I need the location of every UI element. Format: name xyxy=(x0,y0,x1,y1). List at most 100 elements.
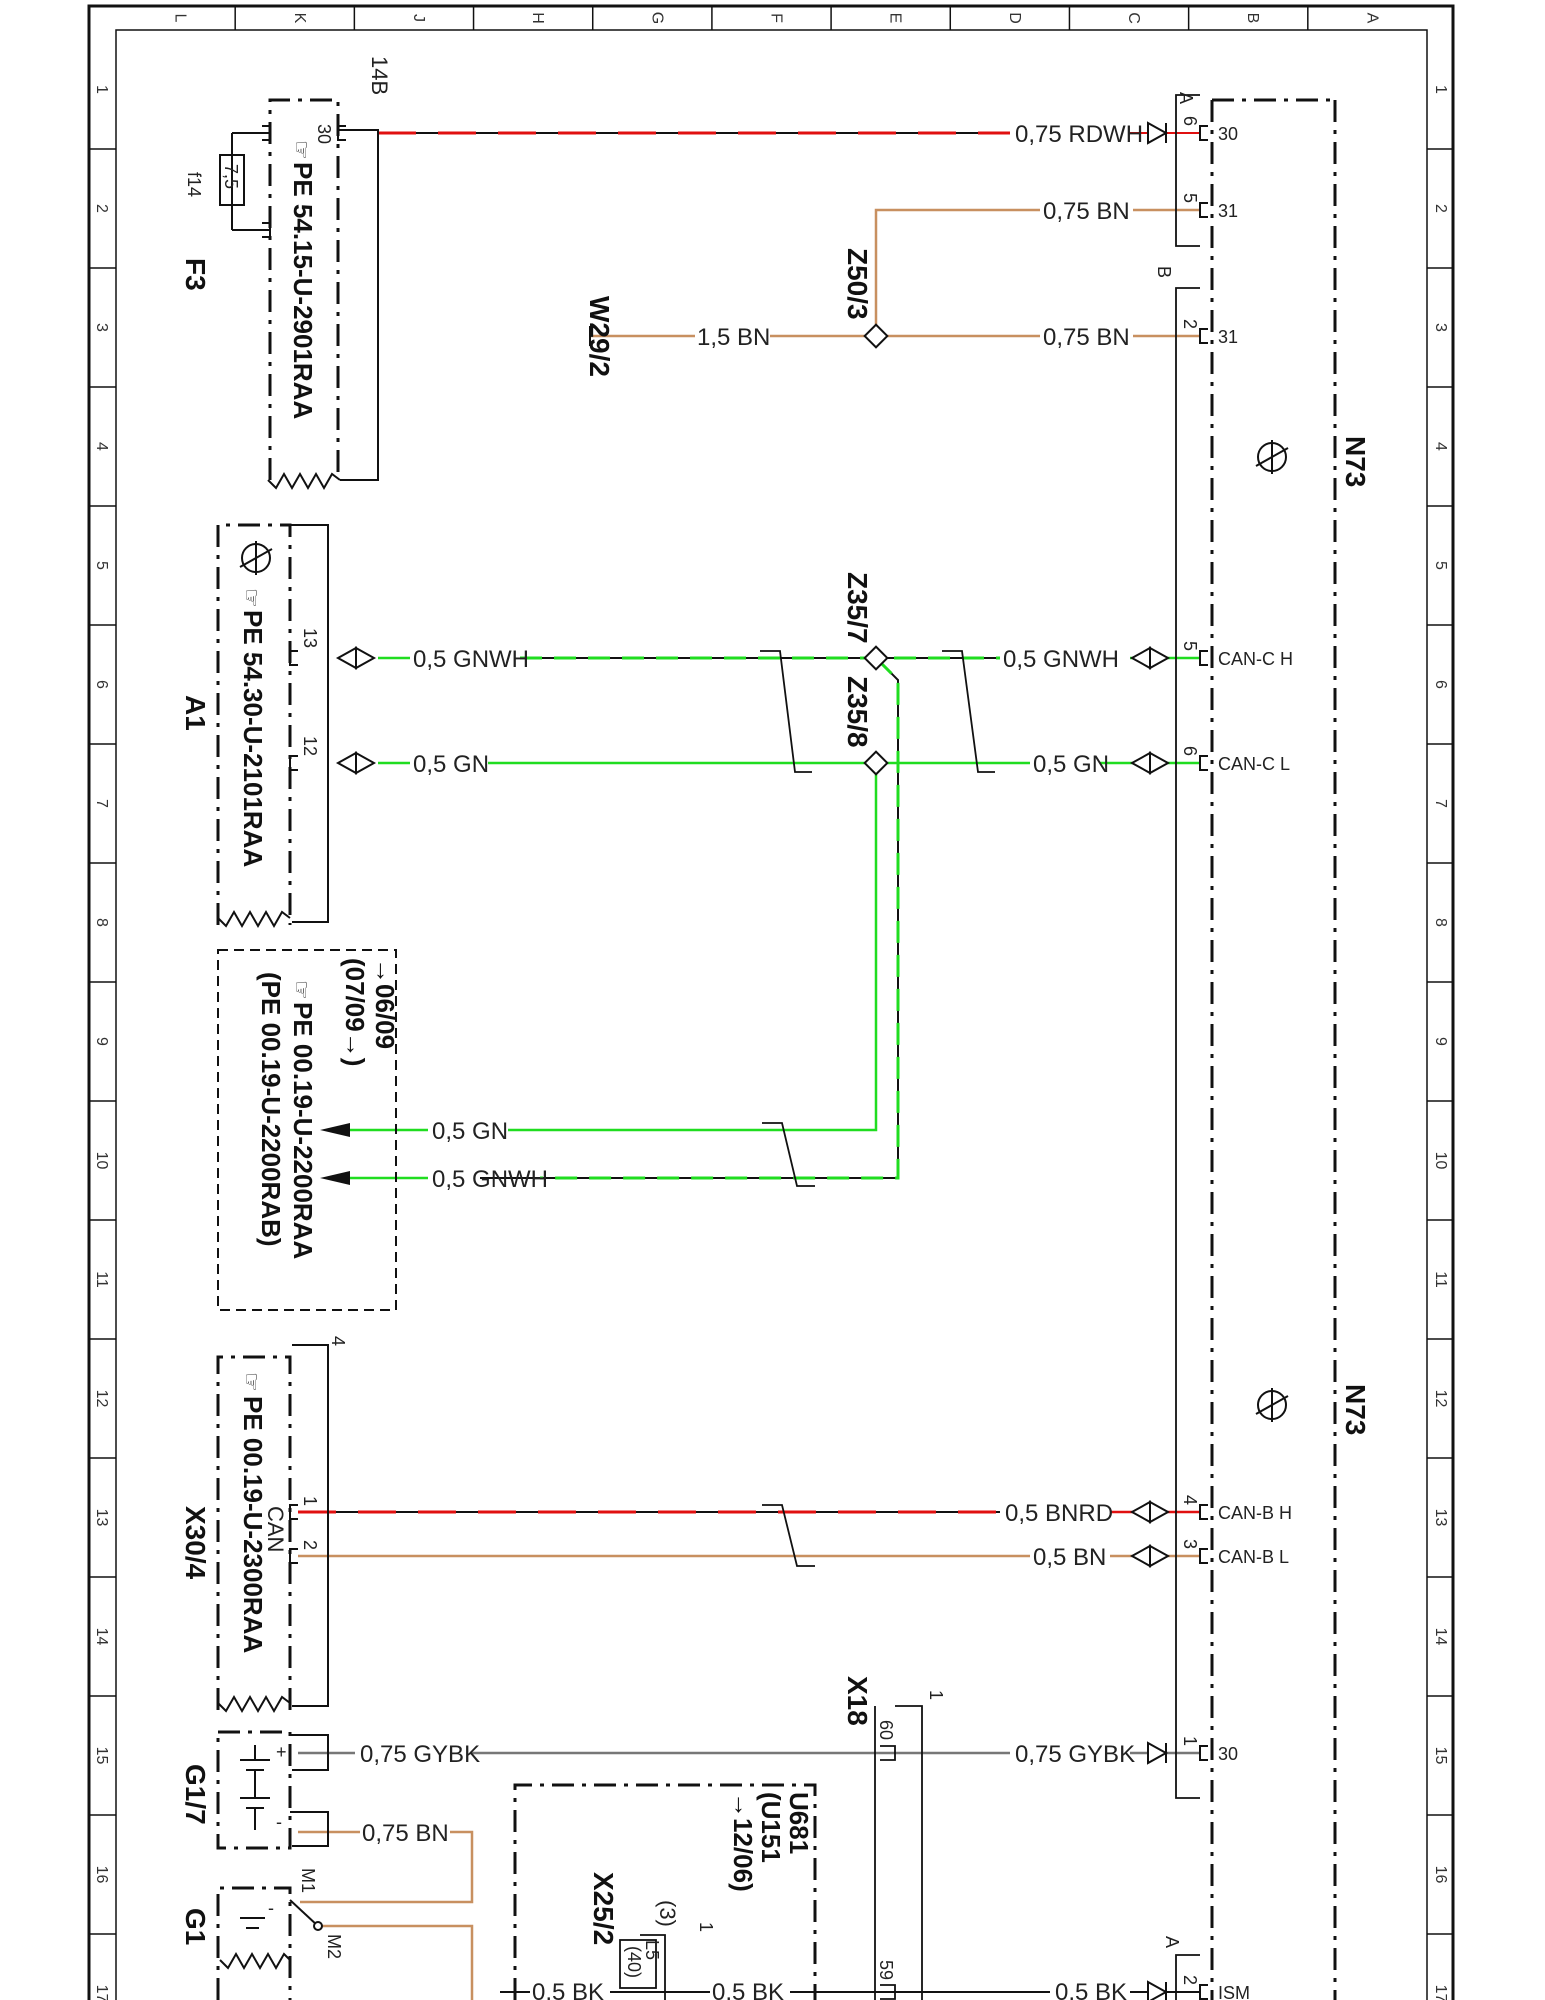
connector-arrow-icon xyxy=(1147,121,1169,145)
manual-icon: ☞ xyxy=(289,140,314,160)
z50-3-label: Z50/3 xyxy=(842,248,873,320)
x25-2-connector xyxy=(619,1934,666,2000)
wire-label: 0,75 GYBK xyxy=(360,1741,480,1768)
grid-row-label: 4 xyxy=(93,442,110,451)
grid-row-label: 15 xyxy=(1432,1747,1449,1765)
grid-column-label: J xyxy=(410,14,427,22)
f3-fuse-value: 7,5 xyxy=(221,164,241,189)
grid-row-label: 15 xyxy=(93,1747,110,1765)
grid-column-label: E xyxy=(887,13,904,24)
n73-pin-number: 1 xyxy=(1180,1736,1200,1746)
n73-pin-number: 2 xyxy=(1180,1975,1200,1985)
grid-row-label: 3 xyxy=(93,323,110,332)
x18-label: X18 xyxy=(842,1676,873,1726)
grid-column-label: F xyxy=(768,13,785,23)
bus-arrows xyxy=(320,1123,350,1185)
wire-label: 0,5 BN xyxy=(1033,1544,1106,1571)
n73-pin-label: 30 xyxy=(1218,1744,1238,1764)
grid-column-label: B xyxy=(1244,13,1261,24)
n73-connector-a2-label: A xyxy=(1162,1936,1182,1948)
grid-row-label: 14 xyxy=(1432,1628,1449,1646)
grid-row-label: 6 xyxy=(93,680,110,689)
wire-label: 0,5 GN xyxy=(1033,751,1109,778)
n73-pin-label: CAN-C H xyxy=(1218,649,1293,669)
g1-m1: M1 xyxy=(298,1868,318,1893)
grid-row-label: 12 xyxy=(93,1390,110,1408)
grid-row-label: 16 xyxy=(93,1866,110,1884)
a1-ref: PE 54.30-U-2101RAA xyxy=(238,610,268,867)
n73-pin-number: 2 xyxy=(1180,319,1200,329)
g1-7-label: G1/7 xyxy=(180,1764,211,1825)
grid-row-label: 17 xyxy=(93,1985,110,2000)
grid-column-label: H xyxy=(529,12,546,24)
n73-pin-number: 5 xyxy=(1180,641,1200,651)
n73-pin-number: 5 xyxy=(1180,193,1200,203)
n73-pin-label: CAN-B H xyxy=(1218,1503,1292,1523)
connector-arrow-icon xyxy=(1129,1544,1151,1568)
x30-4-sub: CAN xyxy=(263,1506,288,1552)
bus-note-line2: (07/09→) xyxy=(340,958,370,1066)
z35-7-label: Z35/7 xyxy=(842,572,873,644)
f3-top-tag: 14B xyxy=(367,56,392,95)
x18-top-tag: 1 xyxy=(926,1690,946,1700)
g1-7-plus: + xyxy=(276,1742,287,1762)
grid-row-label: 2 xyxy=(1432,204,1449,213)
switch-icon xyxy=(240,1899,323,1931)
n73-pin-tips xyxy=(1199,125,1208,2000)
grid-row-label: 11 xyxy=(1432,1271,1449,1288)
connector-arrow-icon xyxy=(1129,1500,1151,1524)
f3-block xyxy=(219,98,379,491)
x30-4-pin: 2 xyxy=(300,1540,320,1550)
grid-row-label: 4 xyxy=(1432,442,1449,451)
u681-line2: (U151 xyxy=(756,1792,786,1863)
n73-connector-a-label: A xyxy=(1176,92,1196,104)
manual-icon: ☞ xyxy=(289,980,314,1000)
n73-label: N73 xyxy=(1340,436,1371,487)
x18-pin: 59 xyxy=(876,1960,896,1980)
n73-pin-label: 30 xyxy=(1218,124,1238,144)
wire-gnwh-row6 xyxy=(378,656,1200,1180)
wire-label: 0,5 BNRD xyxy=(1005,1500,1113,1527)
bus-note-box xyxy=(217,949,397,1311)
n73-pin-label: CAN-C L xyxy=(1218,754,1290,774)
connector-arrow-icon xyxy=(1149,1500,1171,1524)
n73-pin-label: 31 xyxy=(1218,327,1238,347)
grid-column-label: L xyxy=(172,14,189,23)
grid-row-label: 17 xyxy=(1432,1985,1449,2000)
wire-label: 0,75 RDWH xyxy=(1015,121,1143,148)
g1-7-minus: - xyxy=(276,1812,282,1832)
wire-label: 0,75 BN xyxy=(1043,198,1130,225)
a1-symbol xyxy=(239,541,273,575)
wire-label: 0,75 BN xyxy=(1043,324,1130,351)
g1-m2: M2 xyxy=(324,1934,344,1959)
g1-minus: - xyxy=(268,1898,274,1918)
wire-label: 0,5 GNWH xyxy=(413,646,529,673)
grid-column-label: C xyxy=(1125,12,1142,24)
a1-pins xyxy=(289,650,298,771)
x25-2-label: X25/2 xyxy=(588,1872,619,1945)
can-symbol-icon xyxy=(1255,440,1289,474)
f3-ref: PE 54.15-U-2901RAA xyxy=(288,162,318,419)
connector-arrow-icon xyxy=(1149,1544,1171,1568)
grid-row-label: 2 xyxy=(93,204,110,213)
a1-pin: 13 xyxy=(300,628,320,648)
n73-pin-number: 6 xyxy=(1180,746,1200,756)
g1-block xyxy=(216,1886,292,2000)
grid-row-label: 12 xyxy=(1432,1390,1449,1408)
x30-4-block xyxy=(216,1344,329,1714)
splice-z50-3 xyxy=(863,323,889,349)
n73-pin-number: 6 xyxy=(1180,116,1200,126)
x25-2-tag: (3) xyxy=(655,1900,680,1927)
splice-z35-8 xyxy=(863,750,889,776)
grid-row-label: 3 xyxy=(1432,323,1449,332)
battery-icon xyxy=(240,1745,270,1830)
w29-2-label: W29/2 xyxy=(584,296,615,377)
n73-pin-label: 31 xyxy=(1218,201,1238,221)
x30-4-label: X30/4 xyxy=(180,1506,211,1580)
splice-z35-7 xyxy=(863,645,889,671)
a1-pin: 12 xyxy=(300,736,320,756)
n73-connector-outline xyxy=(1175,94,1200,2000)
bus-note-ref1: PE 00.19-U-2200RAA xyxy=(288,1002,318,1259)
